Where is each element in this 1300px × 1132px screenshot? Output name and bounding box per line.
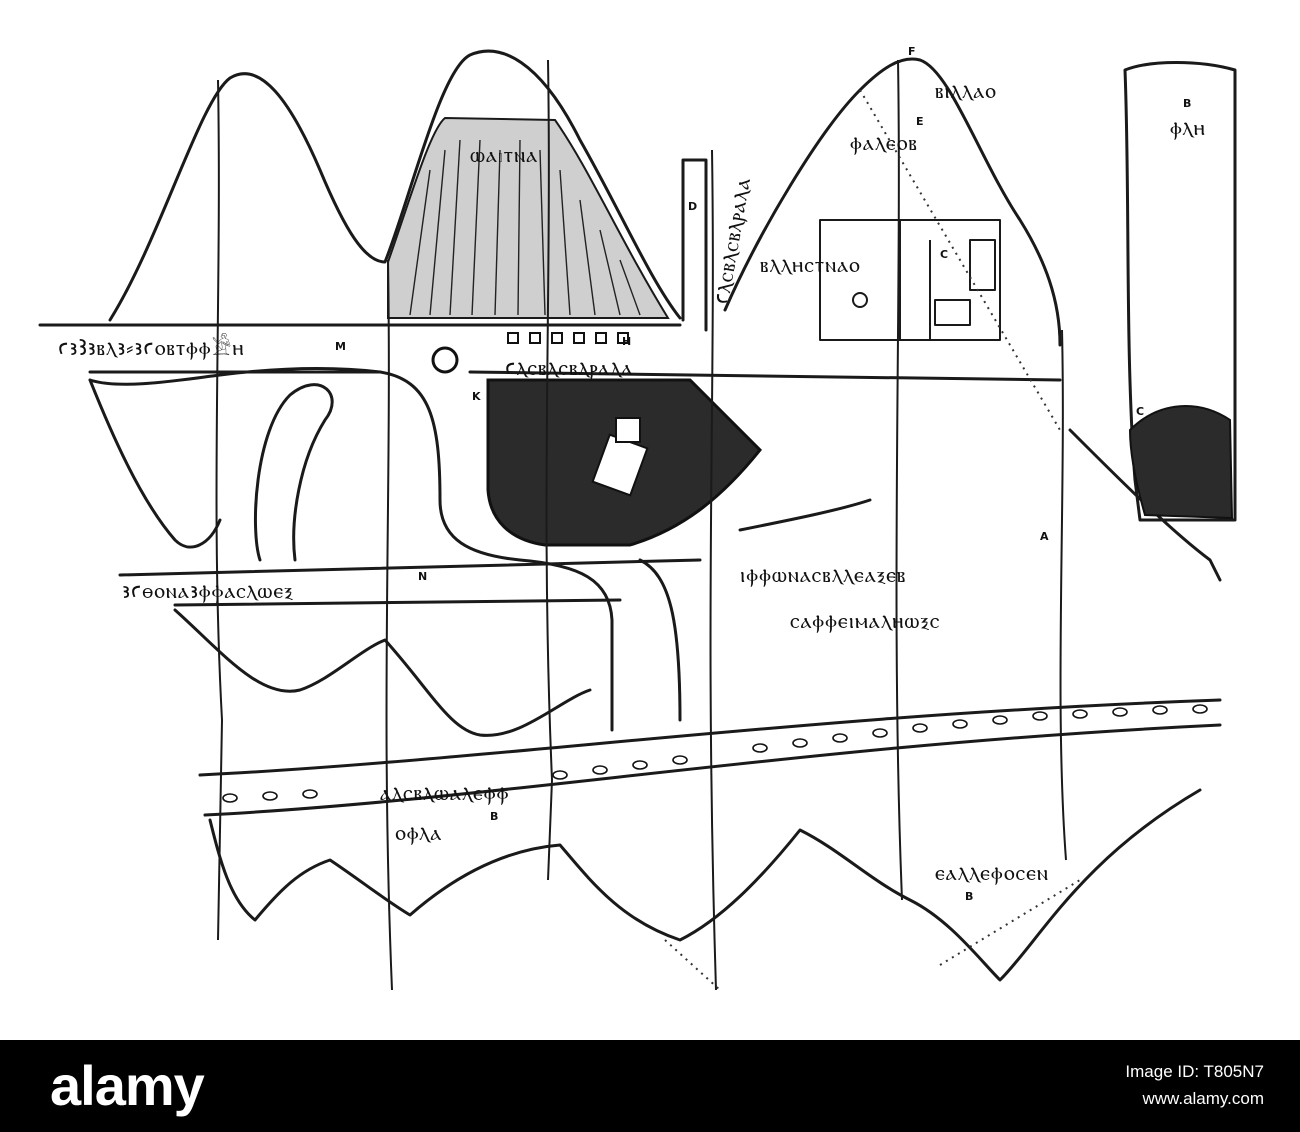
missing-edge-dotted-left (664, 939, 721, 991)
canal-bottom-edge (203, 723, 1222, 817)
label-lower-right: ⲉⲁⲗⲗⲉⲫⲟⲥⲉⲛ (935, 861, 1049, 886)
ref-letter-c-2: C (1136, 405, 1144, 418)
well (431, 346, 459, 374)
ref-letter-f: F (908, 45, 916, 58)
mountain-hatching (409, 139, 641, 316)
label-mid-left-road: ꜣꜥⲑⲟⲛⲁꜣⲫⲫⲁⲥⲗⲱⲉⲝ (122, 579, 293, 604)
label-stelae: ꜥⲗⲥⲃⲗⲥⲃⲗⲣⲁⲗⲁ (505, 356, 634, 381)
label-river: ⲁⲗⲥⲃⲗⲱⲁⲗⲉⲫⲫ (380, 781, 509, 806)
ref-letter-e: E (916, 115, 924, 128)
lower-road-top-edge (118, 558, 702, 577)
bottom-mountains (208, 788, 1202, 982)
papyrus-fold-lines (215, 59, 1067, 991)
ref-letter-n: N (418, 570, 427, 583)
alamy-logo[interactable]: alamy (50, 1054, 205, 1117)
winding-road-branch (638, 558, 682, 722)
missing-edge-dotted-bottom (939, 879, 1081, 966)
label-top-left-road: ꜥꜣꜢꜣⲃⲗꜣ⸗ꜣꜥⲟⲃⲧⲫⲫ𓀀ⲏ (58, 333, 245, 361)
winding-road-inner (253, 383, 334, 562)
house-plan (819, 219, 1001, 341)
middle-left-hills (88, 378, 592, 737)
ref-letter-h: H (622, 335, 631, 348)
row-of-stelae (507, 332, 629, 344)
stock-footer-bar: alamy Image ID: T805N7 www.alamy.com (0, 1040, 1300, 1132)
ref-letter-a: A (1040, 530, 1049, 543)
lower-road-bottom-edge (173, 598, 622, 607)
ref-letter-c-1: C (940, 248, 948, 261)
label-center-block-1: ⲓⲫⲫⲱⲛⲁⲥⲃⲗⲗⲉⲁⲝⲉⲃ (740, 563, 906, 588)
papyrus-map: ꜥꜣꜢꜣⲃⲗꜣ⸗ꜣꜥⲟⲃⲧⲫⲫ𓀀ⲏ ꜣꜥⲑⲟⲛⲁꜣⲫⲫⲁⲥⲗⲱⲉⲝ ⲱⲁ𓏤ⲧⲛⲁ… (38, 45, 1237, 991)
label-house: ⲃⲗⲗⲏⲥⲧⲛⲁⲟ (760, 253, 861, 278)
label-mountain: ⲱⲁ𓏤ⲧⲛⲁ (470, 143, 538, 168)
mountain-left-outline (108, 49, 682, 322)
label-lower-left: ⲟⲫⲗⲁ (395, 821, 442, 846)
image-meta: Image ID: T805N7 www.alamy.com (1125, 1058, 1264, 1112)
vertical-road (681, 158, 708, 332)
ref-letter-b-1: B (490, 810, 498, 823)
far-right-dark-patch (1128, 405, 1234, 520)
canal-pebbles (222, 704, 1208, 803)
image-id-text: Image ID: T805N7 (1125, 1062, 1264, 1081)
label-center-block-2: ⲥⲁⲫⲫⲉⲓⲙⲁⲗⲏⲱⲝⲥ (790, 609, 940, 634)
map-drawing: ꜥꜣꜢꜣⲃⲗꜣ⸗ꜣꜥⲟⲃⲧⲫⲫ𓀀ⲏ ꜣꜥⲑⲟⲛⲁꜣⲫⲫⲁⲥⲗⲱⲉⲝ ⲱⲁ𓏤ⲧⲛⲁ… (38, 45, 1237, 991)
shrine-top (615, 417, 641, 443)
ref-letter-m: M (335, 340, 346, 353)
label-vertical-road: ꜥⲗⲥⲃⲗⲥⲃⲗⲣⲁⲗⲁ (709, 175, 756, 306)
label-far-right: ⲫⲗⲏ (1170, 116, 1206, 141)
website-link[interactable]: www.alamy.com (1142, 1089, 1264, 1108)
label-right-peak: ⲫⲁⲗⲉⲟⲃ (850, 131, 918, 156)
canal-top-edge (198, 698, 1222, 777)
mountain-right-outline (723, 57, 1062, 347)
ref-letter-b-3: B (1183, 97, 1191, 110)
missing-edge-dotted-top (859, 89, 1061, 431)
ref-letter-b-2: B (965, 890, 973, 903)
ref-letter-k: K (472, 390, 481, 403)
label-top-right: ⲃⲓⲗⲗⲁⲟ (935, 79, 997, 104)
ref-letter-d: D (688, 200, 697, 213)
